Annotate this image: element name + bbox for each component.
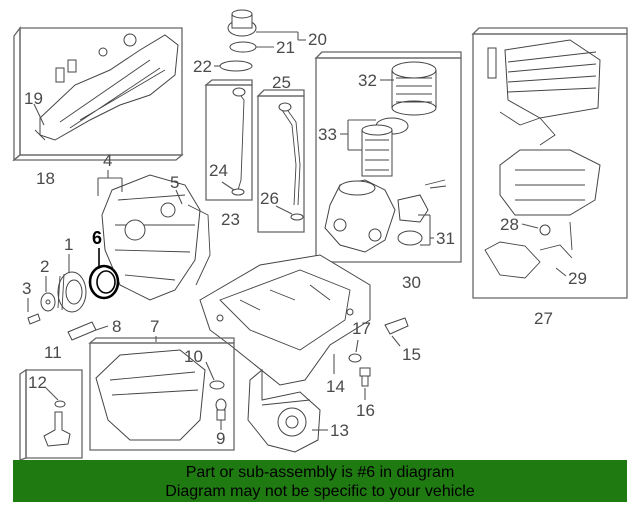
callout-2: 2 (40, 257, 49, 276)
callout-7: 7 (150, 317, 159, 336)
oil-cooler-group (484, 39, 601, 279)
callout-31: 31 (436, 229, 455, 248)
lower-oil-pan-group (95, 349, 227, 441)
callout-23: 23 (221, 210, 240, 229)
oil-level-sensor (43, 400, 71, 447)
callout-5: 5 (170, 173, 179, 192)
callout-11: 11 (44, 343, 62, 362)
info-banner: Part or sub-assembly is #6 in diagram Di… (13, 460, 627, 502)
callout-28: 28 (500, 215, 519, 234)
sealant-tube-2 (384, 317, 409, 335)
callout-29: 29 (568, 269, 587, 288)
callout-13: 13 (330, 421, 349, 440)
callout-27: 27 (534, 309, 553, 328)
callout-30: 30 (402, 273, 421, 292)
callout-3: 3 (22, 279, 31, 298)
valve-cover-group (12, 26, 184, 162)
drain-plug-washer (348, 353, 362, 363)
callout-33: 33 (318, 125, 337, 144)
callout-32: 32 (358, 71, 377, 90)
parts-diagram: 19 18 20 21 22 24 23 25 26 (12, 9, 628, 460)
callout-21: 21 (276, 38, 295, 57)
banner-line-1: Part or sub-assembly is #6 in diagram (185, 464, 455, 481)
crankshaft-front-seal (88, 264, 120, 300)
callout-24: 24 (209, 161, 228, 180)
callout-19: 19 (24, 89, 43, 108)
callout-15: 15 (402, 345, 421, 364)
callout-4: 4 (103, 151, 112, 170)
callout-18: 18 (36, 169, 55, 188)
callout-10: 10 (184, 347, 203, 366)
oil-pump-group (247, 368, 321, 453)
callout-25: 25 (272, 73, 291, 92)
callout-20: 20 (308, 30, 327, 49)
oil-filler-cap-group (219, 9, 257, 72)
callout-22: 22 (193, 57, 212, 76)
banner-line-2: Diagram may not be specific to your vehi… (165, 483, 475, 500)
callout-1: 1 (64, 235, 73, 254)
timing-cover-group (101, 174, 211, 301)
callout-9: 9 (216, 429, 225, 448)
callout-14: 14 (326, 377, 345, 396)
crank-pulley-group (27, 271, 87, 325)
callout-26: 26 (260, 189, 279, 208)
callout-12: 12 (28, 373, 47, 392)
callout-6: 6 (92, 228, 102, 248)
callout-8: 8 (112, 317, 121, 336)
sealant-tube (67, 321, 97, 341)
oil-filter-housing-group (324, 61, 447, 253)
callout-16: 16 (356, 401, 375, 420)
drain-plug (359, 367, 371, 387)
upper-oil-pan-group (199, 254, 371, 386)
callout-17: 17 (352, 319, 371, 338)
